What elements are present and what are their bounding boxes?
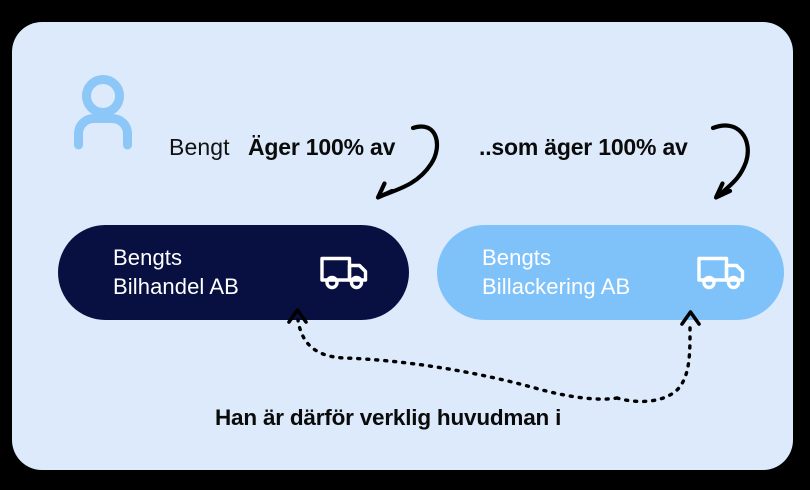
company-name: Bengts Billackering AB bbox=[482, 244, 630, 300]
person-icon bbox=[74, 74, 136, 150]
owner-name: Bengt bbox=[169, 134, 230, 160]
company-name: Bengts Bilhandel AB bbox=[113, 244, 239, 300]
edge-label-owns-right: ..som äger 100% av bbox=[479, 134, 688, 160]
company-card-bengts-bilhandel[interactable]: Bengts Bilhandel AB bbox=[58, 225, 409, 320]
edge-label-beneficial-owner: Han är därför verklig huvudman i bbox=[215, 405, 562, 430]
company-name-line1: Bengts bbox=[113, 245, 183, 271]
company-name-line2: Bilhandel AB bbox=[113, 273, 239, 299]
truck-icon bbox=[319, 256, 369, 290]
company-name-line2: Billackering AB bbox=[482, 273, 631, 299]
edge-label-owns-left: Äger 100% av bbox=[248, 134, 396, 160]
company-name-line1: Bengts bbox=[482, 245, 552, 271]
diagram-canvas: Bengt Äger 100% av ..som äger 100% av Ha… bbox=[12, 22, 793, 470]
company-card-bengts-billackering[interactable]: Bengts Billackering AB bbox=[437, 225, 784, 320]
truck-icon bbox=[696, 256, 746, 290]
